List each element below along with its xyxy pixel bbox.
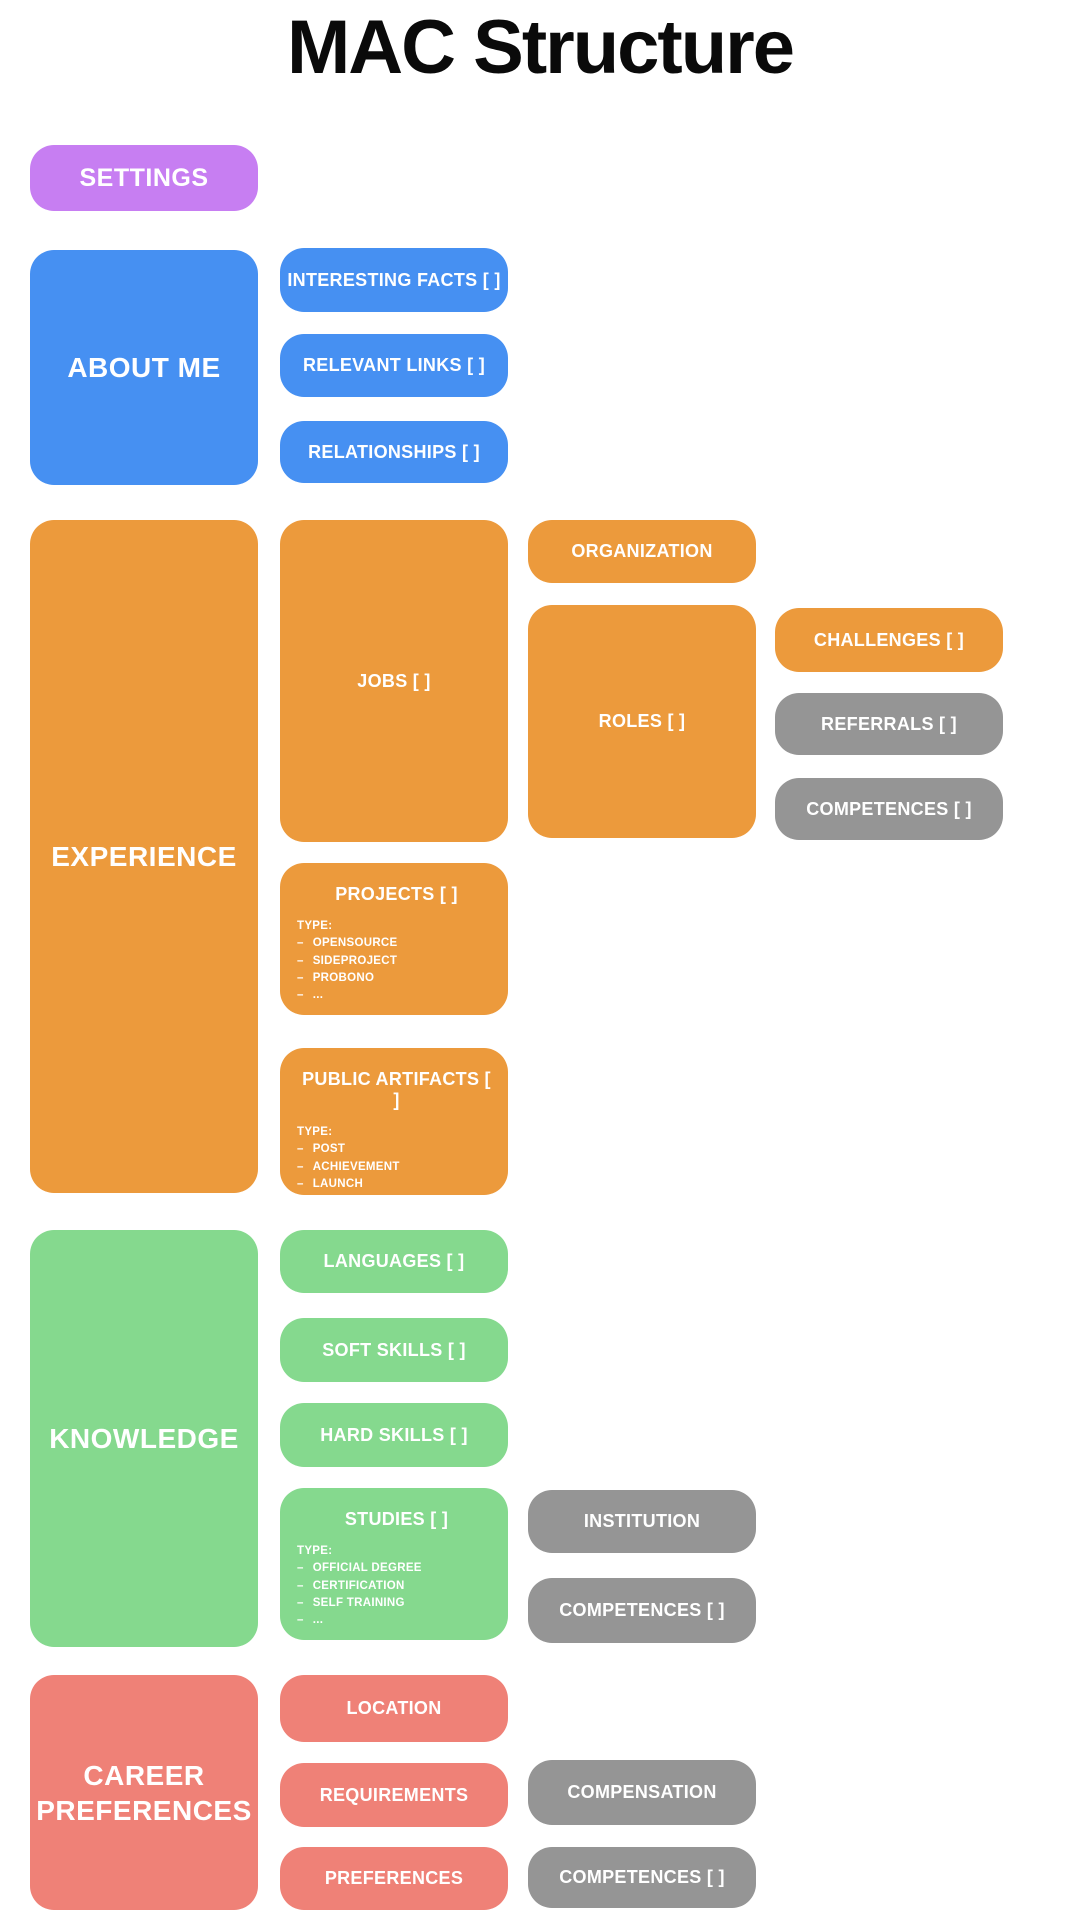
node-studies-competences: COMPETENCES [ ] (528, 1578, 756, 1643)
type-heading: TYPE: (297, 920, 333, 932)
node-languages: LANGUAGES [ ] (280, 1230, 508, 1293)
type-list-item: ... (297, 987, 496, 1004)
node-public-artifacts: PUBLIC ARTIFACTS [ ] TYPE: POST ACHIEVEM… (280, 1048, 508, 1207)
node-career-preferences: CAREER PREFERENCES (30, 1675, 258, 1910)
node-requirements: REQUIREMENTS (280, 1763, 508, 1827)
node-institution: INSTITUTION (528, 1490, 756, 1553)
node-referrals: REFERRALS [ ] (775, 693, 1003, 755)
node-projects: PROJECTS [ ] TYPE: OPENSOURCE SIDEPROJEC… (280, 863, 508, 1015)
node-label: SETTINGS (79, 163, 209, 192)
node-label: LANGUAGES [ ] (323, 1251, 465, 1271)
node-label: PUBLIC ARTIFACTS [ ] (302, 1069, 491, 1110)
node-label: COMPENSATION (567, 1782, 717, 1802)
node-label: HARD SKILLS [ ] (320, 1424, 468, 1445)
type-list-item: OPENSOURCE (297, 935, 496, 952)
node-preferences: PREFERENCES (280, 1847, 508, 1910)
node-label: RELATIONSHIPS [ ] (308, 441, 480, 462)
type-list: TYPE: OFFICIAL DEGREE CERTIFICATION SELF… (297, 1543, 496, 1629)
node-label: JOBS [ ] (357, 670, 431, 691)
node-label: INTERESTING FACTS [ ] (287, 269, 501, 290)
node-label: KNOWLEDGE (49, 1423, 239, 1454)
type-list-item: POST (297, 1141, 496, 1158)
node-label: COMPETENCES [ ] (559, 1867, 725, 1887)
type-list-item: ACHIEVEMENT (297, 1159, 496, 1176)
type-list-item: CERTIFICATION (297, 1578, 496, 1595)
node-jobs: JOBS [ ] (280, 520, 508, 842)
node-roles: ROLES [ ] (528, 605, 756, 838)
type-list-item: SELF TRAINING (297, 1595, 496, 1612)
type-heading: TYPE: (297, 1545, 333, 1557)
node-label: STUDIES [ ] (344, 1509, 449, 1529)
node-interesting-facts: INTERESTING FACTS [ ] (280, 248, 508, 312)
node-label: COMPETENCES [ ] (559, 1600, 725, 1620)
node-label: ROLES [ ] (598, 711, 686, 731)
node-settings: SETTINGS (30, 145, 258, 211)
type-list: TYPE: OPENSOURCE SIDEPROJECT PROBONO ... (297, 918, 496, 1004)
type-list-item: LAUNCH (297, 1176, 496, 1193)
node-label: INSTITUTION (583, 1511, 701, 1531)
node-career-competences: COMPETENCES [ ] (528, 1847, 756, 1908)
node-compensation: COMPENSATION (528, 1760, 756, 1825)
node-hard-skills: HARD SKILLS [ ] (280, 1403, 508, 1467)
node-label: REQUIREMENTS (319, 1784, 469, 1805)
type-heading: TYPE: (297, 1126, 333, 1138)
node-label: ORGANIZATION (571, 541, 713, 561)
node-label: EXPERIENCE (51, 841, 237, 872)
node-label: ABOUT ME (67, 352, 221, 383)
node-label: LOCATION (346, 1698, 442, 1718)
type-list-item: OFFICIAL DEGREE (297, 1560, 496, 1577)
node-label: PREFERENCES (324, 1868, 464, 1888)
type-list-item: ... (297, 1193, 496, 1210)
node-location: LOCATION (280, 1675, 508, 1742)
node-label: REFERRALS [ ] (821, 713, 957, 734)
node-knowledge: KNOWLEDGE (30, 1230, 258, 1647)
node-soft-skills: SOFT SKILLS [ ] (280, 1318, 508, 1382)
node-about-me: ABOUT ME (30, 250, 258, 485)
type-list-item: PROBONO (297, 970, 496, 987)
node-studies: STUDIES [ ] TYPE: OFFICIAL DEGREE CERTIF… (280, 1488, 508, 1640)
type-list: TYPE: POST ACHIEVEMENT LAUNCH ... (297, 1124, 496, 1210)
node-label: COMPETENCES [ ] (806, 798, 972, 819)
type-list-item: ... (297, 1612, 496, 1629)
node-challenges: CHALLENGES [ ] (775, 608, 1003, 672)
node-label: CAREER PREFERENCES (36, 1759, 252, 1826)
node-relationships: RELATIONSHIPS [ ] (280, 421, 508, 483)
node-label: RELEVANT LINKS [ ] (302, 355, 486, 375)
node-label: SOFT SKILLS [ ] (322, 1339, 466, 1360)
node-organization: ORGANIZATION (528, 520, 756, 583)
node-label: PROJECTS [ ] (335, 884, 458, 904)
node-experience: EXPERIENCE (30, 520, 258, 1193)
page-title: MAC Structure (286, 5, 795, 90)
node-relevant-links: RELEVANT LINKS [ ] (280, 334, 508, 397)
type-list-item: SIDEPROJECT (297, 953, 496, 970)
node-roles-competences: COMPETENCES [ ] (775, 778, 1003, 840)
node-label: CHALLENGES [ ] (813, 629, 965, 650)
